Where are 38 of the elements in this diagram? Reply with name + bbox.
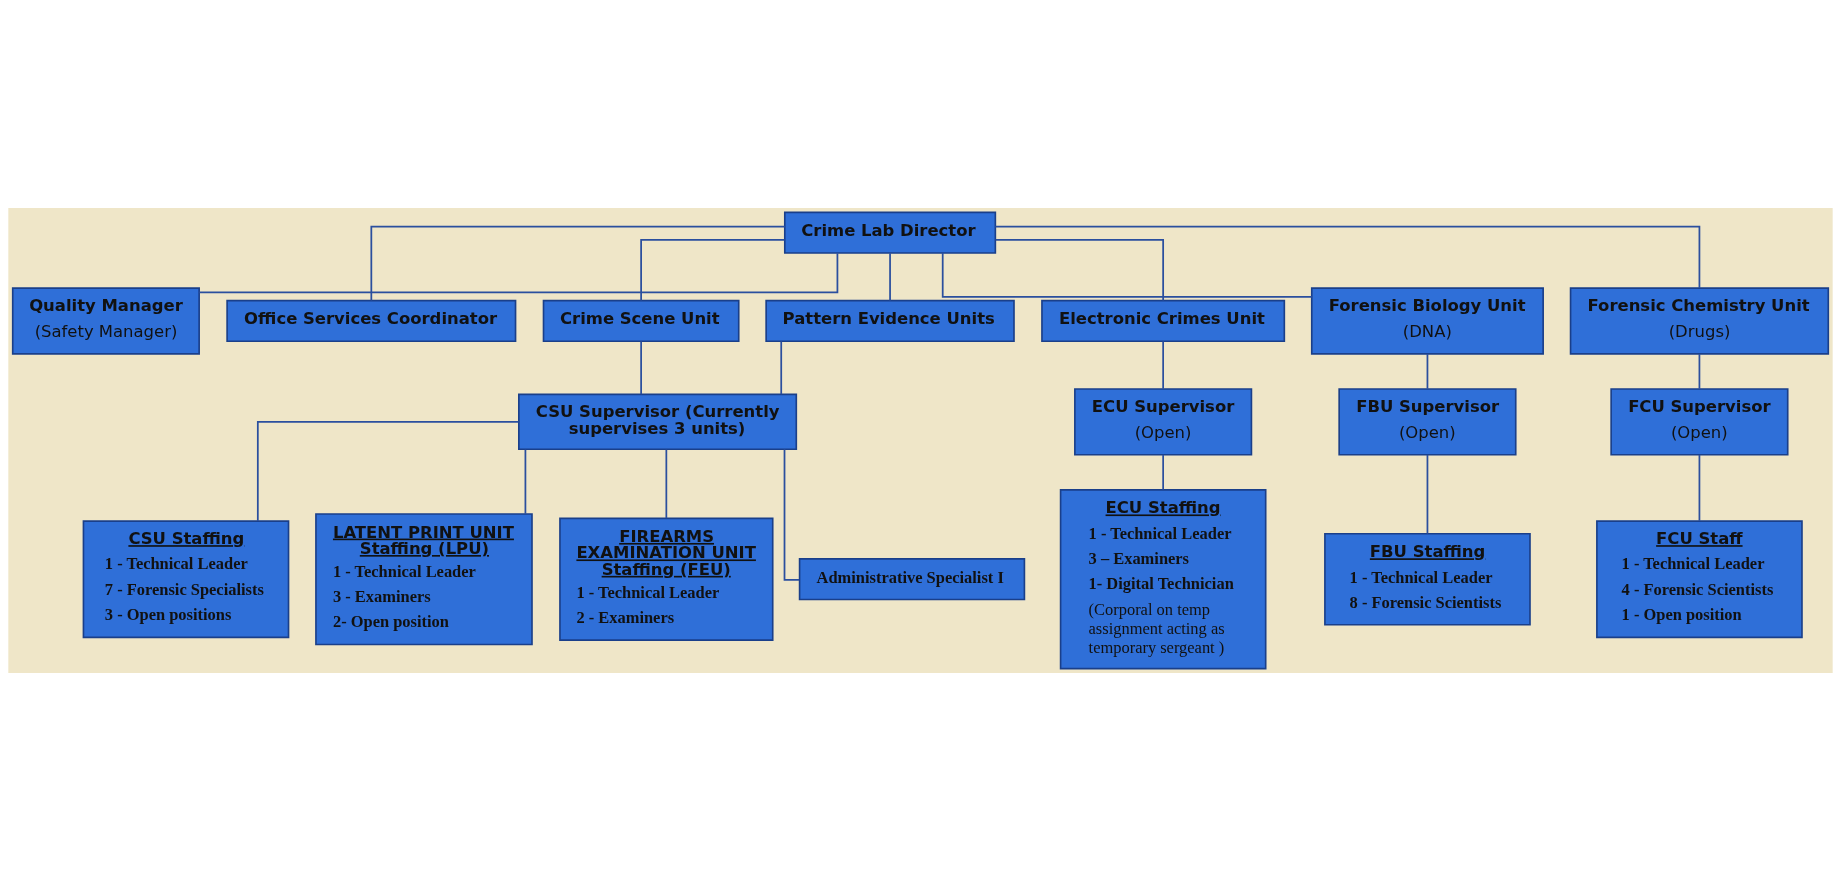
connector [889, 251, 891, 301]
node-box: Office Services Coordinator [226, 299, 517, 342]
connector [783, 448, 800, 581]
connector [198, 251, 839, 293]
connector [1698, 352, 1701, 390]
node-box: Forensic Biology Unit (DNA) [1310, 286, 1544, 355]
node-box: Pattern Evidence Units [765, 299, 1015, 342]
connector [640, 340, 642, 395]
connector [1162, 340, 1164, 390]
node-box: FCU Supervisor (Open) [1610, 387, 1789, 456]
connector [1698, 453, 1701, 522]
connector [1162, 453, 1164, 490]
node-box: CSU Supervisor (Currently supervises 3 units) [518, 393, 798, 450]
node-box: FCU Staff 1 - Technical Leader 4 - Forensic Scientists 1 - Open position [1596, 519, 1803, 638]
node-box: ECU Supervisor (Open) [1074, 387, 1253, 456]
node-box: LATENT PRINT UNIT Staffing (LPU) 1 - Technical Leader 3 - Examiners 2- Open position [315, 512, 533, 645]
connector [665, 448, 668, 519]
node-box: Quality Manager (Safety Manager) [11, 286, 200, 355]
connector [370, 225, 786, 301]
node-box: Forensic Chemistry Unit (Drugs) [1569, 286, 1830, 355]
node-box: FIREARMS EXAMINATION UNIT Staffing (FEU) 1 - Technical Leader 2 - Examiners [559, 517, 774, 641]
node-box: ECU Staffing 1 - Technical Leader 3 – Examiners 1- Digital Technician (Corporal on temp assignment acting as temporary sergeant ) [1059, 488, 1267, 669]
node-box: Electronic Crimes Unit [1041, 299, 1286, 342]
connector [994, 225, 1701, 289]
connector [524, 448, 527, 515]
node-box: CSU Staffing 1 - Technical Leader 7 - Forensic Specialists 3 - Open positions [82, 519, 290, 638]
connector [640, 238, 786, 301]
node-box: Crime Lab Director [783, 211, 997, 254]
node-box: Crime Scene Unit [542, 299, 740, 342]
connector [1426, 352, 1429, 390]
connector [256, 420, 520, 522]
connector [994, 238, 1164, 301]
connector [780, 340, 783, 395]
node-box: Administrative Specialist I [798, 557, 1026, 600]
connector [1426, 453, 1429, 534]
node-box: FBU Staffing 1 - Technical Leader 8 - Forensic Scientists [1324, 532, 1531, 626]
connector [941, 251, 1313, 298]
node-box: FBU Supervisor (Open) [1338, 387, 1517, 456]
